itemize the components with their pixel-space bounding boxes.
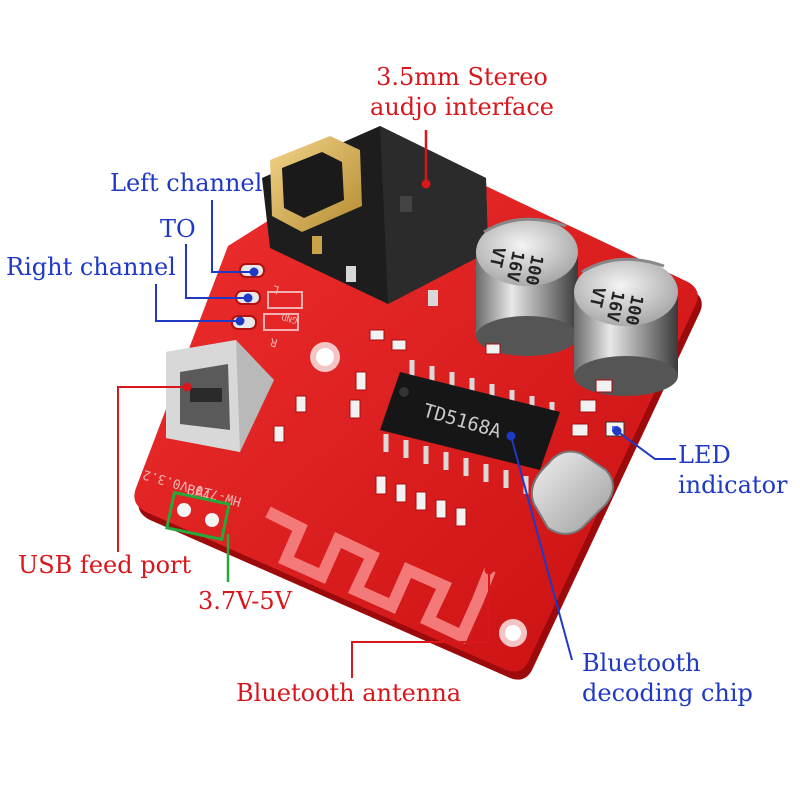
pointer-chip <box>510 435 573 661</box>
pointer-led <box>616 430 676 460</box>
label-bluetooth-chip: Bluetooth decoding chip <box>582 649 753 707</box>
pointer-voltage <box>165 490 231 582</box>
smd-components <box>273 329 613 527</box>
battery-pins <box>177 503 219 527</box>
audio-jack <box>262 126 488 306</box>
cap-right-series: VT <box>585 285 609 309</box>
capacitor-left <box>476 217 578 356</box>
label-right-channel: Right channel <box>6 253 176 281</box>
pointer-led-dot <box>612 426 622 436</box>
antenna-trace <box>265 506 496 645</box>
pointer-right-channel <box>155 284 238 322</box>
pointer-left-channel-dot <box>249 267 259 277</box>
capacitor-right <box>574 257 678 396</box>
crystal-oscillator <box>530 450 614 535</box>
cap-left-series: VT <box>485 245 509 269</box>
label-to: TO <box>160 215 196 243</box>
pointer-antenna-dot <box>484 565 494 575</box>
pointer-to <box>185 244 246 299</box>
micro-usb-port <box>166 340 274 452</box>
label-usb-feed-port: USB feed port <box>18 551 192 579</box>
pointer-antenna <box>351 570 490 678</box>
label-left-channel: Left channel <box>110 169 263 197</box>
pad-l-marking: L <box>271 282 281 296</box>
label-audio-interface: 3.5mm Stereo audjo interface <box>370 63 554 121</box>
label-voltage: 3.7V-5V <box>198 587 293 615</box>
pointer-usb-dot <box>182 382 192 392</box>
pointer-chip-dot <box>506 431 516 441</box>
label-bluetooth-antenna: Bluetooth antenna <box>236 679 462 707</box>
pad-gnd-marking: GND <box>280 311 298 325</box>
pointer-right-channel-dot <box>235 316 245 326</box>
pointer-left-channel <box>211 200 252 273</box>
pointer-usb <box>117 386 187 552</box>
pointer-to-dot <box>243 293 253 303</box>
channel-pads <box>231 263 303 331</box>
pointer-audio-interface <box>421 130 431 189</box>
label-led-indicator: LED indicator <box>678 441 788 499</box>
pad-r-marking: R <box>269 335 279 349</box>
